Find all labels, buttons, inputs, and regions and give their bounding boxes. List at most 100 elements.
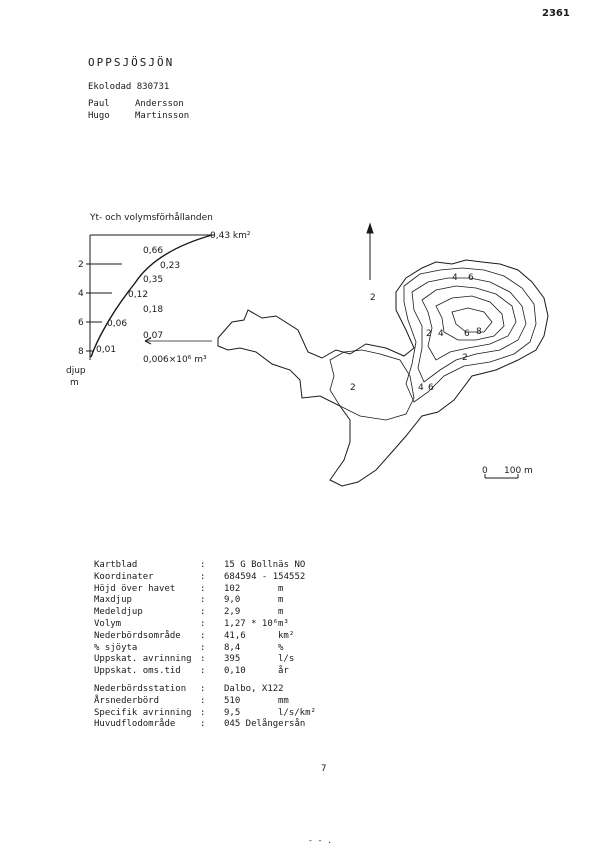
lake-shoreline bbox=[217, 259, 549, 487]
page-number: 2361 bbox=[542, 8, 570, 19]
stat-value: 510 bbox=[224, 695, 241, 706]
area-volume-graph: 2 4 6 8 0,43 km² 0,23 0,12 0,06 0,01 0,6… bbox=[78, 231, 251, 365]
surveyor-2-last: Martinsson bbox=[135, 111, 190, 121]
volume-label-4: 0,18 bbox=[143, 305, 163, 315]
stat-value: 1,27 * 10⁶ bbox=[224, 618, 279, 629]
contour-label: 8 bbox=[476, 327, 482, 337]
stat-value: Dalbo, X122 bbox=[224, 683, 284, 694]
contour-label: 2 bbox=[426, 329, 432, 339]
depth-tick-6: 6 bbox=[78, 318, 84, 328]
stat-unit: m bbox=[278, 595, 284, 606]
volume-label-6: 0,07 bbox=[143, 331, 163, 341]
contour-label: 2 bbox=[350, 383, 356, 393]
contour-label: 2 bbox=[462, 353, 468, 363]
contour-label: 6 bbox=[428, 383, 434, 393]
depth-axis-unit: m bbox=[70, 378, 79, 388]
stat-colon: : bbox=[200, 571, 206, 582]
footer-dots: - - . bbox=[308, 836, 333, 845]
stat-colon: : bbox=[200, 583, 206, 594]
stat-value: 2,9 bbox=[224, 607, 241, 618]
stat-colon: : bbox=[200, 666, 206, 677]
surveyor-2-first: Hugo bbox=[88, 111, 110, 121]
stat-value: 045 Delångersån bbox=[224, 719, 306, 730]
stat-value: 9,0 bbox=[224, 595, 241, 606]
contour-label: 4 bbox=[452, 273, 458, 283]
stat-value: 8,4 bbox=[224, 642, 241, 653]
contour-label: 6 bbox=[464, 329, 470, 339]
north-arrow-icon bbox=[366, 222, 374, 234]
area-curve bbox=[90, 234, 213, 358]
stat-colon: : bbox=[200, 695, 206, 706]
contour-8 bbox=[435, 295, 505, 341]
area-label-6: 0,06 bbox=[107, 319, 127, 329]
stat-unit: m bbox=[278, 607, 284, 618]
area-label-8: 0,01 bbox=[96, 345, 116, 355]
volume-arrow-head bbox=[144, 337, 152, 345]
stat-label: Uppskat. avrinning bbox=[94, 654, 192, 665]
depth-tick-2: 2 bbox=[78, 260, 84, 270]
area-label-0: 0,43 km² bbox=[210, 231, 251, 241]
volume-label-2: 0,35 bbox=[143, 275, 163, 285]
stat-label: % sjöyta bbox=[94, 642, 138, 653]
stat-unit: l/s/km² bbox=[278, 707, 316, 718]
stat-value: 102 bbox=[224, 583, 241, 594]
stat-label: Volym bbox=[94, 618, 122, 629]
stat-unit: km² bbox=[278, 630, 295, 641]
contour-2-east bbox=[403, 267, 537, 403]
stat-label: Huvudflodområde bbox=[94, 719, 176, 730]
stat-value: 9,5 bbox=[224, 707, 241, 718]
contour-label: 4 bbox=[418, 383, 424, 393]
stat-value: 41,6 bbox=[224, 630, 246, 641]
stat-value: 15 G Bollnäs NO bbox=[224, 560, 306, 570]
stat-label: Höjd över havet bbox=[94, 583, 176, 594]
stat-unit: m bbox=[278, 583, 284, 594]
stat-label: Nederbördsstation bbox=[94, 683, 187, 694]
stat-label: Kartblad bbox=[94, 560, 138, 570]
stat-colon: : bbox=[200, 642, 206, 653]
stat-colon: : bbox=[200, 683, 206, 694]
stat-unit: m³ bbox=[278, 618, 289, 629]
stat-label: Maxdjup bbox=[94, 595, 132, 606]
stat-colon: : bbox=[200, 607, 206, 618]
stat-label: Årsnederbörd bbox=[94, 695, 160, 706]
stat-unit: l/s bbox=[278, 654, 295, 665]
area-label-2: 0,23 bbox=[160, 261, 180, 271]
scale-label-zero: 0 bbox=[482, 466, 488, 476]
scale-label-100m: 100 m bbox=[504, 466, 533, 476]
graph-title: Yt- och volymsförhållanden bbox=[90, 213, 213, 223]
stat-value: 395 bbox=[224, 654, 241, 665]
depth-tick-4: 4 bbox=[78, 289, 84, 299]
depth-tick-8: 8 bbox=[78, 347, 84, 357]
stat-colon: : bbox=[200, 654, 206, 665]
stat-unit: % bbox=[278, 642, 284, 653]
stat-label: Medeldjup bbox=[94, 607, 143, 618]
volume-label-8: 0,006×10⁶ m³ bbox=[143, 355, 207, 365]
stat-label: Nederbördsområde bbox=[94, 630, 181, 641]
stat-colon: : bbox=[200, 618, 206, 629]
contour-6 bbox=[421, 285, 517, 361]
contour-label: 4 bbox=[438, 329, 444, 339]
stat-label: Koordinater bbox=[94, 571, 154, 582]
stat-value: 0,10 bbox=[224, 666, 246, 677]
area-label-4: 0,12 bbox=[128, 290, 148, 300]
lake-title: OPPSJÖSJÖN bbox=[88, 56, 175, 69]
contour-label: 2 bbox=[370, 293, 376, 303]
stat-colon: : bbox=[200, 595, 206, 606]
stat-unit: år bbox=[278, 666, 289, 677]
contour-2-west bbox=[329, 349, 415, 421]
stat-colon: : bbox=[200, 719, 206, 730]
contour-deep bbox=[451, 307, 493, 333]
lake-depth-map: 2 4 6 8 2 4 6 4 6 2 2 0 100 m bbox=[217, 222, 549, 487]
contour-label: 6 bbox=[468, 273, 474, 283]
stat-value: 684594 - 154552 bbox=[224, 571, 306, 582]
depth-axis-label: djup bbox=[66, 366, 86, 376]
surveyor-1-first: Paul bbox=[88, 99, 110, 109]
stat-unit: mm bbox=[278, 695, 289, 706]
contour-4 bbox=[411, 277, 527, 383]
surveyor-1-last: Andersson bbox=[135, 99, 184, 109]
stat-label: Specifik avrinning bbox=[94, 707, 192, 718]
stat-colon: : bbox=[200, 630, 206, 641]
stat-label: Uppskat. oms.tid bbox=[94, 666, 181, 677]
volume-label-0: 0,66 bbox=[143, 246, 163, 256]
footer-page-number: 7 bbox=[321, 764, 327, 774]
